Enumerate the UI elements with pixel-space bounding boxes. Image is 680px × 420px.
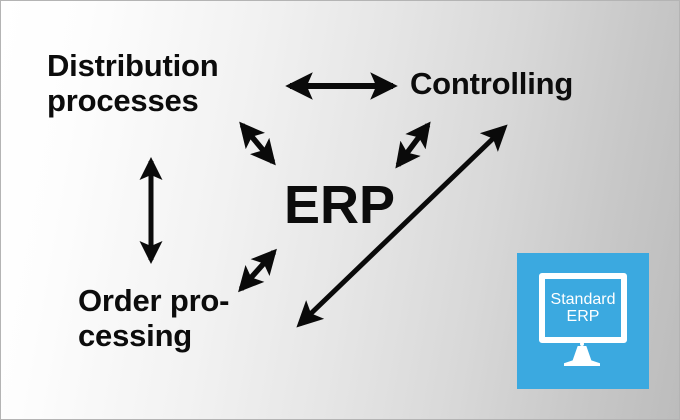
node-label-erp: ERP bbox=[284, 175, 396, 235]
monitor-stand-icon bbox=[564, 346, 600, 366]
node-label-order-processing: Order pro- cessing bbox=[78, 283, 230, 353]
arrow-distribution-erp bbox=[239, 121, 276, 166]
arrow-order-erp bbox=[238, 248, 277, 293]
desktop-monitor-icon: Standard ERP bbox=[539, 273, 627, 343]
logo-line-1: Standard bbox=[550, 290, 616, 308]
node-label-controlling: Controlling bbox=[410, 66, 574, 101]
standard-erp-logo: Standard ERP bbox=[517, 253, 649, 389]
logo-line-2: ERP bbox=[566, 308, 600, 325]
arrow-controlling-erp bbox=[395, 121, 431, 169]
arrow-order-controlling bbox=[296, 124, 508, 328]
monitor-power-dot-icon bbox=[580, 342, 584, 346]
node-label-distribution-processes: Distribution processes bbox=[47, 48, 219, 118]
